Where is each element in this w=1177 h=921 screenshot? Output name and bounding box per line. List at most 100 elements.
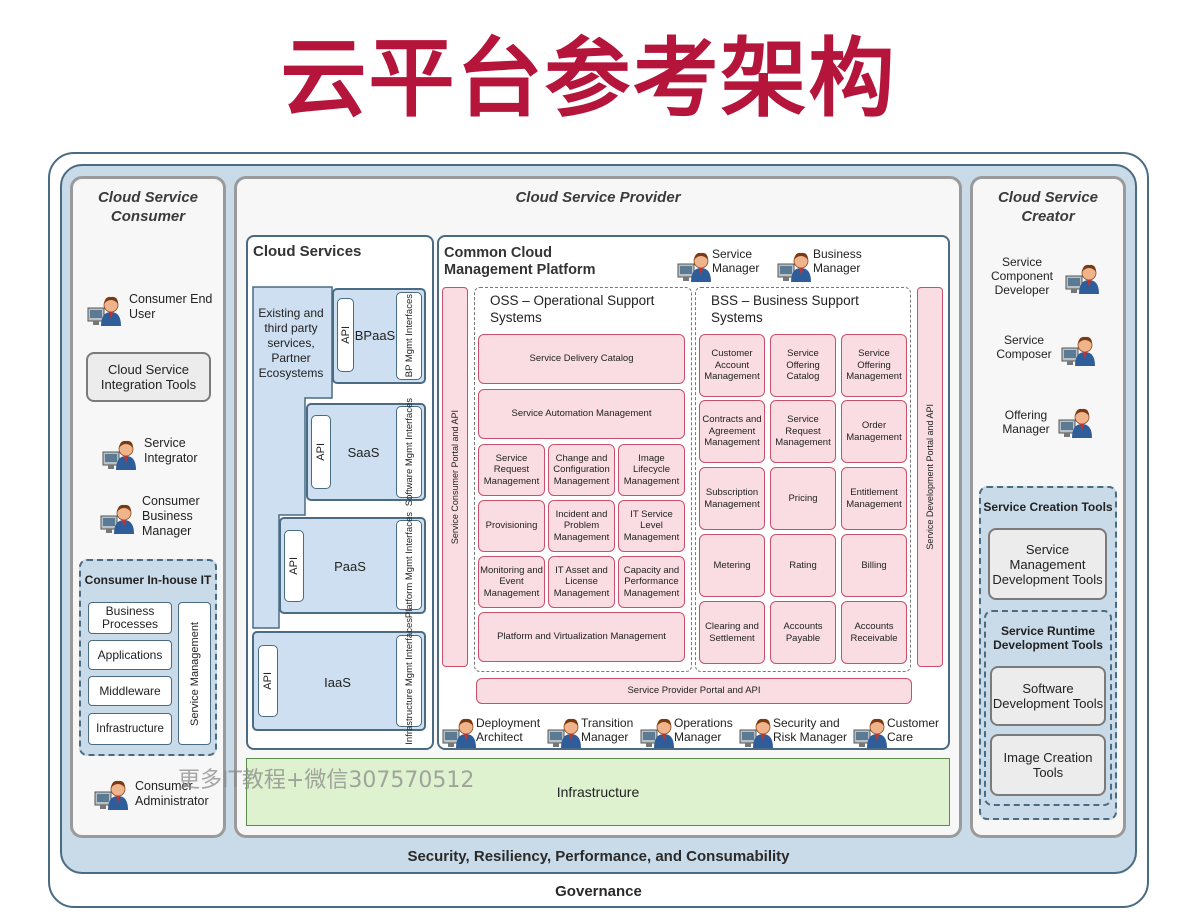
transition-manager-label: Transition Manager bbox=[581, 716, 634, 744]
bss-title: BSS – Business Support Systems bbox=[711, 293, 859, 325]
service-mgmt-dev-tools-box: Service Management Development Tools bbox=[988, 528, 1107, 600]
bss-box: Order Management bbox=[841, 400, 907, 463]
bss-box: Subscription Management bbox=[699, 467, 765, 530]
mgmt-label: Platform Mgmt Interfaces bbox=[403, 511, 415, 619]
bpaas-mgmt-interfaces: BP Mgmt Interfaces bbox=[396, 292, 422, 380]
platform-virtualization-management: Platform and Virtualization Management bbox=[478, 612, 685, 662]
mgmt-label: BP Mgmt Interfaces bbox=[403, 294, 415, 378]
integration-tools-box: Cloud Service Integration Tools bbox=[86, 352, 211, 402]
oss-title: OSS – Operational Support Systems bbox=[490, 293, 655, 325]
oss-box: Incident and Problem Management bbox=[548, 500, 615, 552]
service-runtime-title: Service Runtime Development Tools bbox=[993, 624, 1103, 652]
service-runtime-group bbox=[984, 610, 1112, 806]
bss-box: Billing bbox=[841, 534, 907, 597]
consumer-end-user-icon bbox=[87, 296, 122, 327]
mgmt-label: Software Mgmt Interfaces bbox=[403, 397, 415, 507]
creator-title: Cloud Service Creator bbox=[997, 189, 1099, 225]
bss-box: Accounts Payable bbox=[770, 601, 836, 664]
bss-box: Service Offering Management bbox=[841, 334, 907, 397]
deployment-architect-label: Deployment Architect bbox=[476, 716, 541, 744]
saas-api: API bbox=[311, 415, 331, 489]
bss-box: Pricing bbox=[770, 467, 836, 530]
bss-box: Contracts and Agreement Management bbox=[699, 400, 765, 463]
mgmt-label: Infrastructure Mgmt Interfaces bbox=[403, 617, 415, 745]
operations-manager-label: Operations Manager bbox=[674, 716, 733, 744]
image-creation-tools-box: Image Creation Tools bbox=[990, 734, 1106, 796]
bss-box: Metering bbox=[699, 534, 765, 597]
security-risk-manager-icon bbox=[739, 718, 774, 749]
offering-manager-label: Offering Manager bbox=[1002, 408, 1050, 436]
saas-label: SaaS bbox=[347, 444, 380, 460]
service-integrator-icon bbox=[102, 440, 137, 471]
service-delivery-catalog: Service Delivery Catalog bbox=[478, 334, 685, 384]
service-manager-icon bbox=[677, 252, 712, 283]
oss-box: IT Asset and License Management bbox=[548, 556, 615, 608]
consumer-administrator-label: Consumer Administrator bbox=[135, 779, 209, 808]
saas-mgmt-interfaces: Software Mgmt Interfaces bbox=[396, 398, 422, 506]
inhouse-it-title: Consumer In-house IT bbox=[84, 573, 212, 587]
security-label: Security, Resiliency, Performance, and C… bbox=[407, 847, 790, 865]
service-consumer-portal: Service Consumer Portal and API bbox=[442, 287, 468, 667]
service-composer-label: Service Composer bbox=[996, 333, 1052, 361]
software-dev-tools-box: Software Development Tools bbox=[990, 666, 1106, 726]
bss-box: Service Request Management bbox=[770, 400, 836, 463]
consumer-administrator-icon bbox=[94, 780, 129, 811]
bss-box: Entitlement Management bbox=[841, 467, 907, 530]
iaas-api: API bbox=[258, 645, 278, 717]
paas-api: API bbox=[284, 530, 304, 602]
oss-box: Change and Configuration Management bbox=[548, 444, 615, 496]
oss-box: Service Request Management bbox=[478, 444, 545, 496]
transition-manager-icon bbox=[547, 718, 582, 749]
business-manager-icon bbox=[777, 252, 812, 283]
governance-label: Governance bbox=[555, 882, 642, 900]
paas-label: PaaS bbox=[334, 558, 366, 574]
infrastructure-bar: Infrastructure bbox=[246, 758, 950, 826]
oss-box: Capacity and Performance Management bbox=[618, 556, 685, 608]
bss-box: Accounts Receivable bbox=[841, 601, 907, 664]
operations-manager-icon bbox=[640, 718, 675, 749]
inhouse-item: Infrastructure bbox=[88, 713, 172, 745]
oss-box: IT Service Level Management bbox=[618, 500, 685, 552]
oss-box: Image Lifecycle Management bbox=[618, 444, 685, 496]
service-component-developer-label: Service Component Developer bbox=[990, 255, 1054, 297]
service-component-developer-icon bbox=[1065, 264, 1100, 295]
service-creation-tools-title: Service Creation Tools bbox=[983, 500, 1113, 514]
cloud-services-title: Cloud Services bbox=[253, 243, 362, 260]
consumer-business-manager-label: Consumer Business Manager bbox=[142, 494, 200, 538]
oss-box: Provisioning bbox=[478, 500, 545, 552]
service-management-box: Service Management bbox=[178, 602, 211, 745]
iaas-mgmt-interfaces: Infrastructure Mgmt Interfaces bbox=[396, 618, 422, 744]
security-risk-manager-label: Security and Risk Manager bbox=[773, 716, 848, 744]
inhouse-item: Middleware bbox=[88, 676, 172, 706]
page-title: 云平台参考架构 bbox=[280, 28, 897, 129]
inhouse-item: Business Processes bbox=[88, 602, 172, 634]
service-automation-management: Service Automation Management bbox=[478, 389, 685, 439]
oss-group bbox=[474, 287, 692, 672]
deployment-architect-icon bbox=[442, 718, 477, 749]
consumer-end-user-label: Consumer End User bbox=[129, 292, 213, 321]
provider-title: Cloud Service Provider bbox=[515, 188, 681, 206]
service-management-label: Service Management bbox=[188, 621, 201, 726]
service-integrator-label: Service Integrator bbox=[144, 436, 198, 465]
api-label: API bbox=[315, 443, 327, 461]
development-portal-label: Service Development Portal and API bbox=[925, 404, 935, 550]
bss-box: Customer Account Management bbox=[699, 334, 765, 397]
inhouse-item: Applications bbox=[88, 640, 172, 670]
ccmp-title: Common Cloud Management Platform bbox=[444, 245, 596, 278]
customer-care-icon bbox=[853, 718, 888, 749]
consumer-portal-label: Service Consumer Portal and API bbox=[450, 409, 460, 545]
bss-group bbox=[695, 287, 911, 672]
offering-manager-icon bbox=[1058, 408, 1093, 439]
watermark: 更多IT教程+微信307570512 bbox=[178, 768, 475, 793]
api-label: API bbox=[262, 672, 274, 690]
bpaas-label: BPaaS bbox=[354, 327, 396, 343]
service-manager-label: Service Manager bbox=[712, 247, 760, 275]
consumer-business-manager-icon bbox=[100, 504, 135, 535]
service-provider-portal: Service Provider Portal and API bbox=[476, 678, 912, 704]
consumer-title: Cloud Service Consumer bbox=[97, 189, 199, 225]
bss-box: Rating bbox=[770, 534, 836, 597]
oss-box: Monitoring and Event Management bbox=[478, 556, 545, 608]
bss-box: Clearing and Settlement bbox=[699, 601, 765, 664]
bpaas-api: API bbox=[337, 298, 354, 372]
service-composer-icon bbox=[1061, 336, 1096, 367]
